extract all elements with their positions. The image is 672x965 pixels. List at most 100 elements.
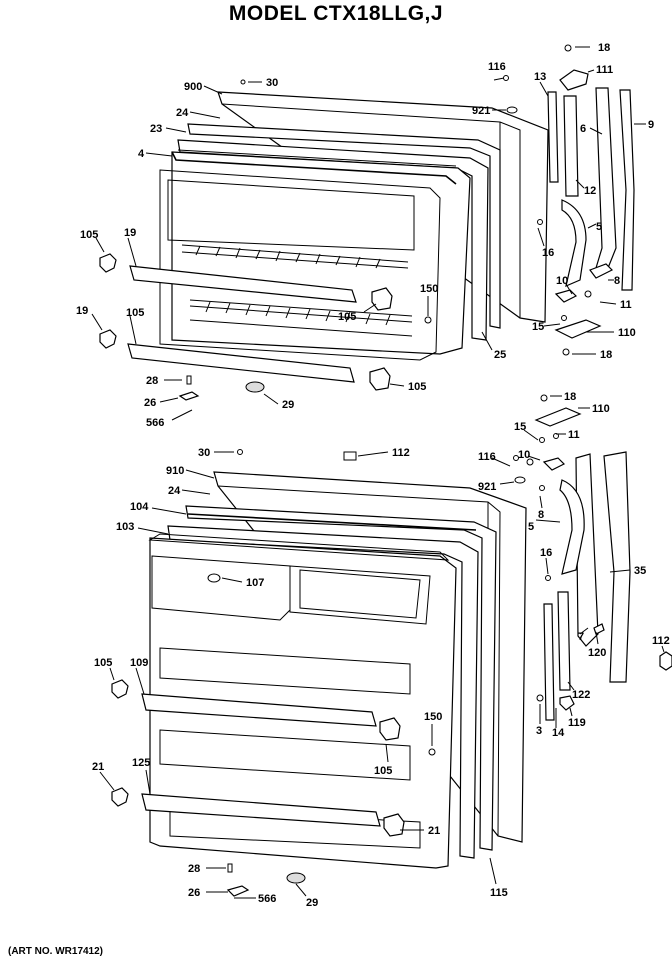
screw-icon [539, 485, 545, 491]
callout-label: 18 [600, 349, 612, 361]
handle-icon [559, 479, 585, 575]
callout-label: 30 [198, 447, 210, 459]
callout-label: 29 [306, 897, 318, 909]
shelf-bracket-icon [371, 287, 393, 311]
pin-icon [186, 375, 192, 385]
callout-label: 29 [282, 399, 294, 411]
callout-label: 9 [648, 119, 654, 131]
freezer-door-assembly [99, 75, 549, 401]
callout-label: 109 [130, 657, 148, 669]
door-handle-strip [595, 87, 617, 269]
washer-icon [526, 458, 534, 466]
callout-label: 111 [596, 64, 613, 76]
callout-label: 23 [150, 123, 162, 135]
callout-label: 566 [258, 893, 276, 905]
callout-label: 5 [596, 221, 602, 233]
shelf-bracket-icon [383, 813, 405, 837]
callout-label: 26 [188, 887, 200, 899]
callout-label: 122 [572, 689, 590, 701]
freezer-liner-cavity [159, 169, 441, 361]
callout-label: 30 [266, 77, 278, 89]
shelf-bracket-icon [99, 253, 117, 273]
plug-icon [514, 476, 526, 484]
callout-label: 16 [542, 247, 554, 259]
callout-label: 120 [588, 647, 606, 659]
washer-icon [536, 694, 544, 702]
clip-icon [593, 623, 605, 635]
shelf-bracket-icon [369, 367, 391, 391]
callout-label: 110 [618, 327, 636, 339]
hinge-rail [557, 591, 571, 691]
callout-label: 105 [94, 657, 112, 669]
callout-label: 105 [80, 229, 98, 241]
callout-label: 19 [76, 305, 88, 317]
callout-label: 8 [538, 509, 544, 521]
callout-label: 910 [166, 465, 184, 477]
hinge-pin-icon [554, 289, 578, 303]
handle-icon [561, 199, 587, 288]
fresh-food-door-assembly [111, 449, 527, 897]
callout-label: 16 [540, 547, 552, 559]
callout-label: 12 [584, 185, 596, 197]
callout-label: 25 [494, 349, 506, 361]
callout-label: 21 [92, 761, 104, 773]
shelf-bracket-icon [111, 679, 129, 699]
fresh-food-shelf-bar-upper [141, 693, 377, 727]
callout-label: 19 [124, 227, 136, 239]
screw-icon [539, 437, 545, 443]
hinge-channel [543, 603, 555, 721]
callout-label: 125 [132, 757, 150, 769]
callout-label: 116 [478, 451, 496, 463]
hinge-bushing-icon [559, 695, 575, 711]
hinge-bracket-icon [534, 407, 582, 427]
callout-label: 105 [338, 311, 356, 323]
callout-label: 150 [420, 283, 438, 295]
callout-labels: 18 111 116 13 900 30 921 9 24 6 23 4 12 … [76, 42, 670, 909]
callout-label: 11 [568, 429, 580, 441]
callout-label: 24 [176, 107, 189, 119]
washer-icon [584, 290, 592, 298]
callout-label: 105 [408, 381, 426, 393]
callout-label: 8 [614, 275, 620, 287]
callout-label: 105 [126, 307, 144, 319]
freezer-hinge-parts [537, 44, 635, 356]
callout-label: 921 [472, 105, 490, 117]
screw-icon [537, 219, 543, 225]
callout-label: 104 [130, 501, 149, 513]
callout-label: 15 [532, 321, 544, 333]
callout-label: 24 [168, 485, 181, 497]
shelf-bracket-icon [111, 787, 129, 807]
label-plate-icon [343, 451, 357, 461]
freezer-shelf-bar-lower [127, 343, 355, 383]
callout-label: 105 [374, 765, 392, 777]
callout-label: 26 [144, 397, 156, 409]
trim-strip [619, 89, 635, 291]
callout-label: 10 [556, 275, 568, 287]
hinge-rail [563, 95, 579, 197]
hinge-bracket-icon [559, 69, 589, 91]
callout-label: 15 [514, 421, 526, 433]
callout-label: 4 [138, 148, 145, 160]
callout-label: 28 [188, 863, 200, 875]
plug-icon [506, 106, 518, 114]
callout-label: 112 [392, 447, 410, 459]
screw-icon [540, 394, 548, 402]
screw-icon [564, 44, 572, 52]
callout-label: 116 [488, 61, 506, 73]
butter-compartment-knob [207, 573, 221, 583]
callout-label: 5 [528, 521, 534, 533]
callout-label: 107 [246, 577, 264, 589]
freezer-inner-liner [171, 151, 471, 355]
callout-label: 3 [536, 725, 542, 737]
screw-icon [237, 449, 243, 455]
callout-label: 103 [116, 521, 134, 533]
screw-icon [545, 575, 551, 581]
stop-icon [245, 381, 265, 393]
shelf-bracket-icon [99, 329, 117, 349]
screw-icon [240, 79, 246, 85]
callout-label: 11 [620, 299, 632, 311]
freezer-gasket [187, 123, 501, 329]
callout-label: 112 [652, 635, 670, 647]
hinge-bracket-icon [554, 319, 602, 339]
callout-label: 921 [478, 481, 496, 493]
